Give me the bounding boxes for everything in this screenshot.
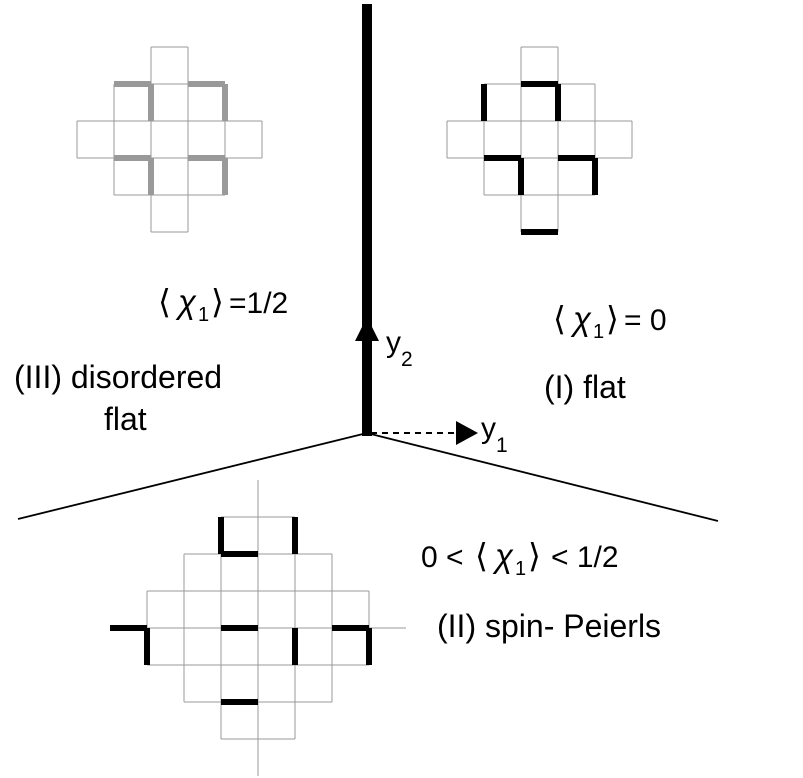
phase-boundary-right xyxy=(366,432,719,522)
phase-I-label: (I) flat xyxy=(544,369,626,405)
order-prefix: 0 < xyxy=(421,541,464,574)
angle-close: ⟩ xyxy=(211,283,224,320)
chi-symbol: χ xyxy=(492,537,514,574)
phase-II-order-parameter: 0 < ⟨ χ 1 ⟩ < 1/2 xyxy=(421,537,619,580)
y1-arrowhead xyxy=(456,421,478,445)
chi-subscript: 1 xyxy=(515,558,526,580)
phase-III-label-line1: (III) disordered xyxy=(14,359,222,395)
phase-II-label: (II) spin- Peierls xyxy=(437,608,661,644)
y2-axis-label: y2 xyxy=(386,326,413,371)
phase-boundary-left xyxy=(17,432,368,520)
angle-close: ⟩ xyxy=(606,300,619,337)
order-value: =1/2 xyxy=(229,287,288,320)
order-value: = 0 xyxy=(624,304,667,337)
chi-symbol: χ xyxy=(570,300,592,337)
chi-subscript: 1 xyxy=(198,304,209,326)
angle-close: ⟩ xyxy=(528,537,541,574)
order-value: < 1/2 xyxy=(551,541,619,574)
chi-symbol: χ xyxy=(175,283,197,320)
y2-arrowhead xyxy=(355,317,379,341)
phase-III-order-parameter: ⟨ χ 1 ⟩ =1/2 xyxy=(158,283,288,326)
spin-peierls-lattice xyxy=(110,480,406,776)
y1-axis-label: y1 xyxy=(481,412,508,457)
angle-open: ⟨ xyxy=(475,537,488,574)
phase-I-order-parameter: ⟨ χ 1 ⟩ = 0 xyxy=(553,300,667,343)
angle-open: ⟨ xyxy=(553,300,566,337)
phase-III-label-line2: flat xyxy=(104,401,147,437)
disordered-flat-lattice xyxy=(76,46,263,233)
angle-open: ⟨ xyxy=(158,283,171,320)
flat-lattice xyxy=(446,46,633,235)
chi-subscript: 1 xyxy=(593,321,604,343)
